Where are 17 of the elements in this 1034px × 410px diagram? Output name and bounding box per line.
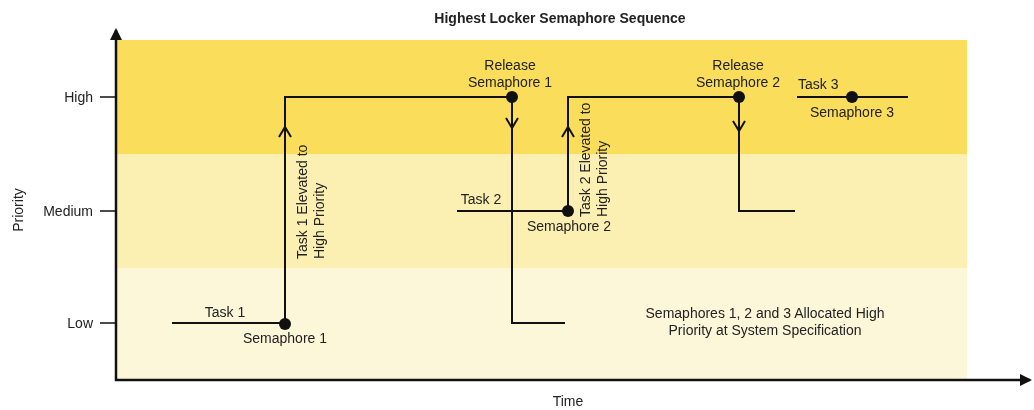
semaphore-label: Semaphore 1: [242, 329, 328, 347]
task-label: Task 2: [460, 190, 502, 208]
event-label: Task 1 Elevated to High Priority: [294, 143, 328, 259]
axis-title: Priority: [9, 188, 27, 232]
axis-level-label: Low: [67, 314, 93, 332]
event-label: Task 2 Elevated to High Priority: [577, 101, 611, 217]
task-label: Task 3: [798, 75, 839, 93]
task-label: Task 1: [204, 303, 246, 321]
note-text: Semaphores 1, 2 and 3 Allocated High Priority at System Specification: [644, 305, 886, 339]
axis-title: Time: [552, 392, 584, 410]
event-label: Release Semaphore 1: [466, 57, 554, 91]
axis-level-label: High: [64, 88, 93, 106]
axis-level-label: Medium: [43, 202, 93, 220]
semaphore-label: Semaphore 3: [809, 103, 895, 121]
event-label: Release Semaphore 2: [694, 57, 782, 91]
semaphore-label: Semaphore 2: [526, 217, 612, 235]
chart-title: Highest Locker Semaphore Sequence: [434, 9, 686, 27]
